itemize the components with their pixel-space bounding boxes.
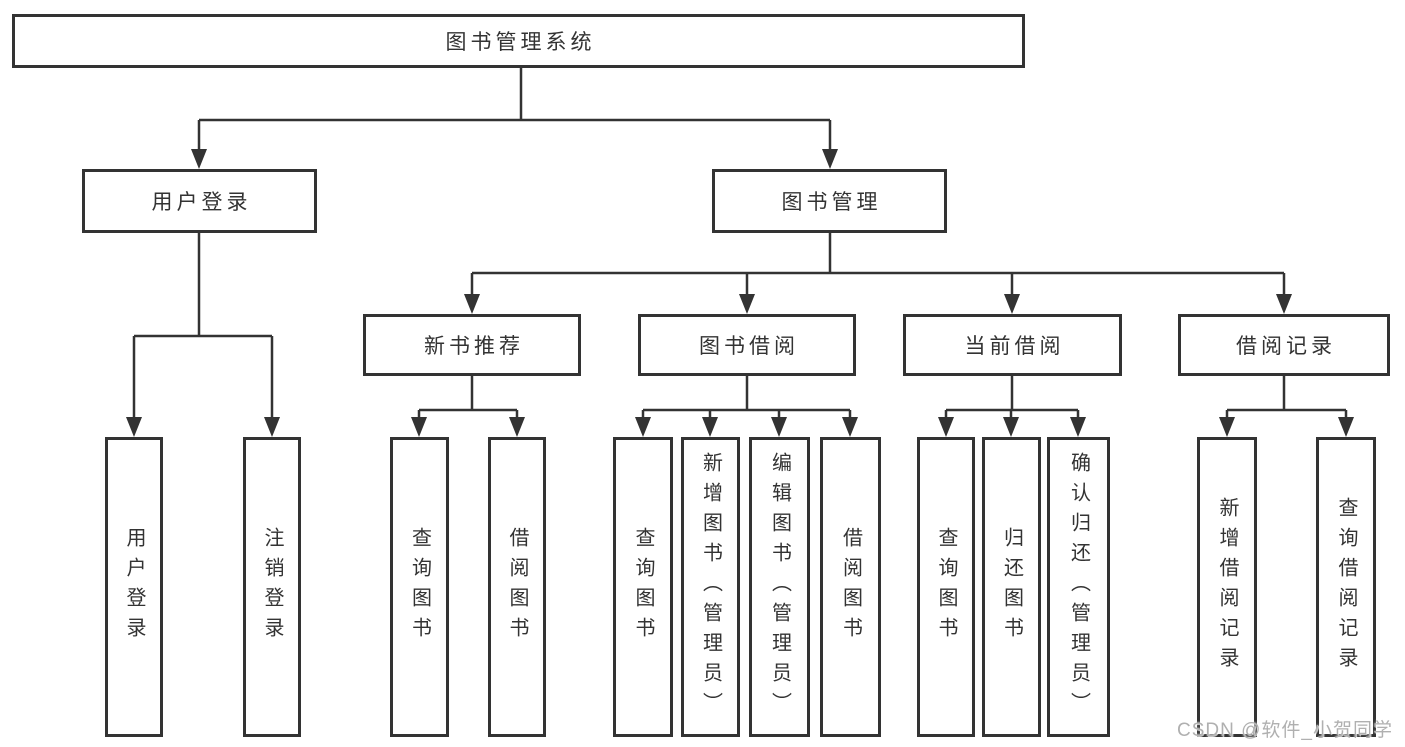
- leaf-user-login: 用户登录: [105, 437, 163, 737]
- leaf-borrow-books-borrow: 借阅图书: [820, 437, 881, 737]
- leaf-confirm-return-admin: 确认归还（管理员）: [1047, 437, 1110, 737]
- node-label: 用户登录: [151, 191, 252, 214]
- node-label: 图书管理系统: [445, 31, 596, 54]
- leaf-query-borrow-record: 查询借阅记录: [1316, 437, 1376, 737]
- node-label: 注销登录: [261, 527, 283, 647]
- node-book-management: 图书管理: [712, 169, 947, 233]
- csdn-watermark: CSDN @软件_小贺同学: [1177, 720, 1393, 741]
- node-user-login: 用户登录: [82, 169, 317, 233]
- node-label: 查询图书: [408, 527, 431, 647]
- node-current-borrowing: 当前借阅: [903, 314, 1122, 376]
- node-label: 借阅图书: [506, 527, 528, 647]
- node-label: 查询图书: [935, 527, 957, 647]
- leaf-query-books-recommend: 查询图书: [390, 437, 449, 737]
- leaf-add-book-admin: 新增图书（管理员）: [681, 437, 740, 737]
- arrow-heads: [126, 149, 1354, 437]
- node-label: 新增借阅记录: [1216, 497, 1238, 677]
- node-root: 图书管理系统: [12, 14, 1025, 68]
- node-label: 查询借阅记录: [1335, 497, 1357, 677]
- node-borrowing-records: 借阅记录: [1178, 314, 1390, 376]
- node-label: 用户登录: [123, 527, 145, 647]
- node-label: 图书管理: [781, 191, 882, 214]
- node-label: 确认归还（管理员）: [1067, 452, 1090, 722]
- node-book-borrowing: 图书借阅: [638, 314, 856, 376]
- node-label: 借阅图书: [839, 527, 862, 647]
- node-label: 新增图书（管理员）: [699, 452, 722, 722]
- leaf-logout: 注销登录: [243, 437, 301, 737]
- arrow-stems: [132, 120, 1348, 421]
- leaf-query-books-current: 查询图书: [917, 437, 975, 737]
- node-label: 编辑图书（管理员）: [768, 452, 791, 722]
- node-label: 归还图书: [1000, 527, 1023, 647]
- leaf-edit-book-admin: 编辑图书（管理员）: [749, 437, 810, 737]
- leaf-query-books-borrow: 查询图书: [613, 437, 673, 737]
- node-label: 借阅记录: [1236, 335, 1336, 358]
- node-label: 查询图书: [632, 527, 654, 647]
- node-label: 当前借阅: [964, 335, 1065, 358]
- node-label: 图书借阅: [699, 335, 799, 358]
- leaf-borrow-books-recommend: 借阅图书: [488, 437, 546, 737]
- tree-edges: [134, 68, 1346, 412]
- leaf-add-borrow-record: 新增借阅记录: [1197, 437, 1257, 737]
- leaf-return-books: 归还图书: [982, 437, 1041, 737]
- node-label: 新书推荐: [424, 335, 524, 358]
- node-new-book-recommendation: 新书推荐: [363, 314, 581, 376]
